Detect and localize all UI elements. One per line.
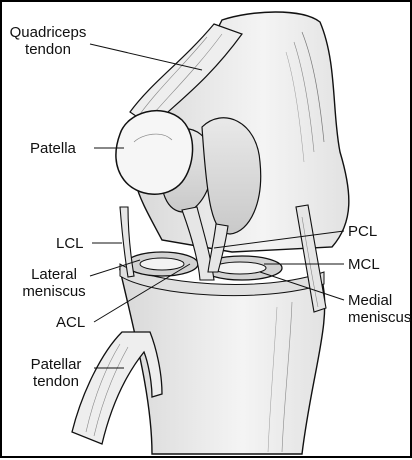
label-pcl: PCL [348, 223, 377, 240]
label-acl: ACL [56, 314, 85, 331]
label-patella: Patella [30, 140, 76, 157]
patella-shape [116, 111, 193, 194]
label-lateral-meniscus: Lateral meniscus [18, 266, 90, 300]
label-lcl: LCL [56, 235, 84, 252]
label-mcl: MCL [348, 256, 380, 273]
label-patellar-tendon: Patellar tendon [20, 356, 92, 390]
label-medial-meniscus: Medial meniscus [348, 292, 411, 326]
label-quadriceps-tendon: Quadriceps tendon [6, 24, 90, 58]
